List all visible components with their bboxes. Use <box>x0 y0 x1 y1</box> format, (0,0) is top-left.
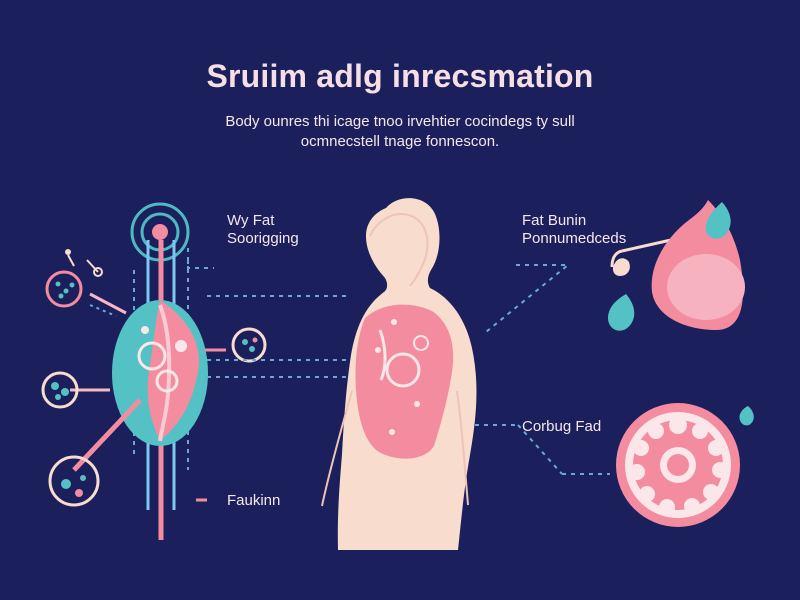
fat-cell-illustration <box>475 403 754 527</box>
label-faukinn: Faukinn <box>227 492 280 510</box>
label-wy-fat-line-2: Soorigging <box>227 230 299 247</box>
left-organ-diagram <box>41 202 351 540</box>
human-silhouette <box>321 198 477 550</box>
label-fat-burn: Fat Bunin Ponnumedceds <box>522 212 626 248</box>
subtitle-line-1: Body ounres thi icage tnoo irvehtier coc… <box>225 113 575 130</box>
page-title: Sruiim adlg inrecsmation <box>206 58 594 94</box>
label-wy-fat-line-1: Wy Fat <box>227 212 275 229</box>
fat-droplet-illustration <box>485 200 745 333</box>
label-corbug-fad-line-1: Corbug Fad <box>522 418 602 435</box>
label-corbug-fad: Corbug Fad <box>522 418 601 436</box>
label-fat-burn-line-1: Fat Bunin <box>522 212 587 229</box>
subtitle-line-2: ocmnecstell tnage fonnescon. <box>300 133 500 150</box>
label-fat-burn-line-2: Ponnumedceds <box>522 230 627 247</box>
label-faukinn-line-1: Faukinn <box>227 492 281 509</box>
label-wy-fat: Wy Fat Soorigging <box>227 212 299 248</box>
page-subtitle: Body ounres thi icage tnoo irvehtier coc… <box>0 112 800 152</box>
